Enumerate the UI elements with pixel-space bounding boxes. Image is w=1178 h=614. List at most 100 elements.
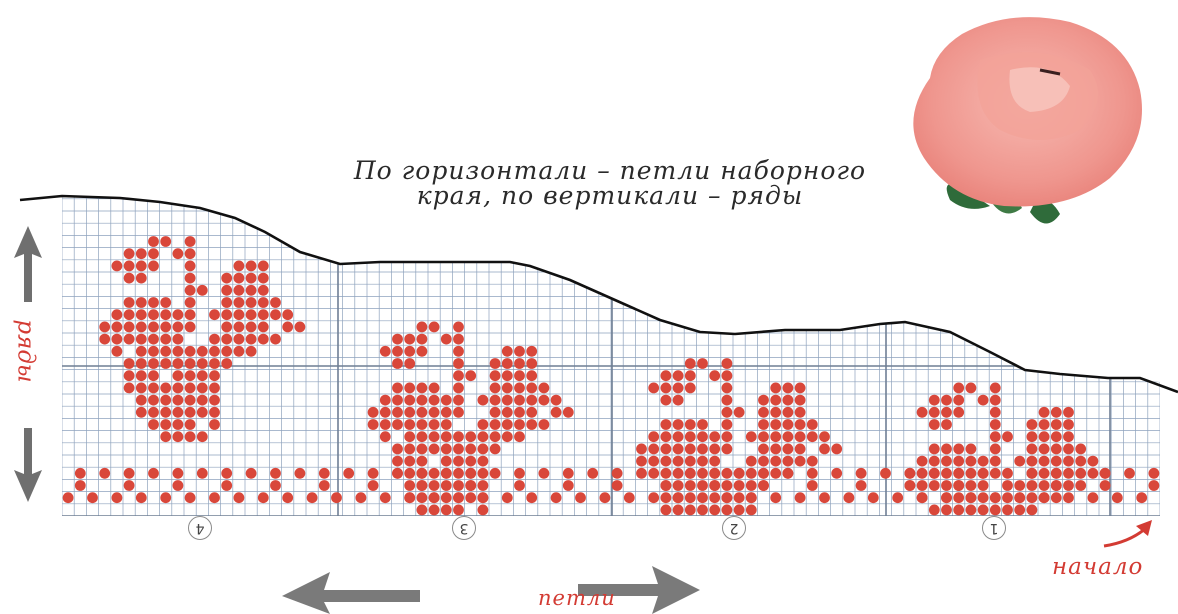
stitch-dot bbox=[709, 541, 720, 552]
stitch-dot bbox=[941, 394, 952, 406]
stitch-dot bbox=[928, 455, 940, 467]
panel-number-3: 3 bbox=[452, 516, 476, 540]
stitch-dot bbox=[1026, 443, 1038, 455]
stitch-dot bbox=[722, 541, 733, 552]
stitch-dot bbox=[928, 504, 940, 516]
panel-number-4: 4 bbox=[188, 516, 212, 540]
stitch-dot bbox=[1111, 492, 1123, 504]
stitch-dot bbox=[282, 321, 294, 333]
stitch-dot bbox=[672, 419, 684, 430]
stitch-dot bbox=[465, 431, 477, 443]
stitch-dot bbox=[941, 480, 952, 491]
stitch-dot bbox=[135, 345, 147, 357]
stitch-dot bbox=[660, 492, 672, 504]
stitch-dot bbox=[184, 309, 196, 321]
stitch-dot bbox=[221, 297, 233, 308]
stitch-dot bbox=[660, 431, 672, 443]
stitch-dot bbox=[148, 382, 159, 394]
stitch-dot bbox=[966, 578, 977, 589]
stitch-dot bbox=[172, 467, 184, 479]
stitch-dot bbox=[953, 406, 965, 418]
stitch-dot bbox=[1050, 431, 1062, 443]
stitch-dot bbox=[148, 467, 159, 479]
stitch-dot bbox=[135, 406, 147, 418]
stitch-dot bbox=[453, 370, 464, 382]
stitch-dot bbox=[135, 382, 147, 394]
stitch-dot bbox=[428, 467, 440, 479]
stitch-dot bbox=[209, 309, 220, 321]
stitch-dot bbox=[685, 517, 696, 528]
stitch-dot bbox=[721, 406, 733, 418]
stitch-dot bbox=[453, 345, 464, 357]
stitch-dot bbox=[489, 406, 501, 418]
stitch-dot bbox=[1026, 431, 1038, 443]
stitch-dot bbox=[367, 467, 379, 479]
stitch-dot bbox=[501, 394, 513, 406]
stitch-dot bbox=[1087, 492, 1099, 504]
stitch-dot bbox=[172, 394, 184, 406]
stitch-dot bbox=[953, 467, 965, 479]
stitch-dot bbox=[123, 382, 135, 394]
stitch-dot bbox=[819, 492, 830, 504]
stitch-dot bbox=[526, 419, 538, 430]
stitch-dot bbox=[745, 480, 757, 491]
stitch-dot bbox=[721, 504, 733, 516]
stitch-dot bbox=[148, 333, 159, 345]
stitch-dot bbox=[660, 504, 672, 516]
stitch-dot bbox=[928, 467, 940, 479]
stitch-dot bbox=[989, 443, 1001, 455]
stitch-dot bbox=[770, 492, 782, 504]
stitch-dot bbox=[184, 370, 196, 382]
stitch-dot bbox=[428, 443, 440, 455]
stitch-dot bbox=[660, 480, 672, 491]
stitch-dot bbox=[392, 382, 403, 394]
stitch-dot bbox=[1063, 480, 1074, 491]
stitch-dot bbox=[392, 406, 403, 418]
stitch-dot bbox=[233, 284, 245, 296]
stitch-dot bbox=[1038, 431, 1050, 443]
stitch-dot bbox=[672, 431, 684, 443]
stitch-dot bbox=[477, 443, 489, 455]
stitch-dot bbox=[941, 443, 952, 455]
stitch-dot bbox=[916, 406, 928, 418]
start-label: начало bbox=[1052, 554, 1144, 580]
stitch-dot bbox=[245, 284, 257, 296]
stitch-dot bbox=[514, 345, 525, 357]
stitch-dot bbox=[684, 492, 696, 504]
stitch-dot bbox=[941, 419, 952, 430]
stitch-dot bbox=[489, 382, 501, 394]
stitch-dot bbox=[953, 455, 965, 467]
stitch-dot bbox=[440, 443, 452, 455]
stitch-dot bbox=[660, 467, 672, 479]
stitch-dot bbox=[794, 406, 806, 418]
stitch-dot bbox=[501, 406, 513, 418]
stitch-dot bbox=[209, 333, 220, 345]
stitch-dot bbox=[501, 431, 513, 443]
stitch-dot bbox=[453, 431, 464, 443]
stitch-dot bbox=[990, 553, 1001, 564]
panel-number-2: 2 bbox=[722, 516, 746, 540]
stitch-dot bbox=[734, 553, 745, 564]
stitch-dot bbox=[416, 492, 428, 504]
stitch-dot bbox=[416, 419, 428, 430]
stitch-dot bbox=[294, 467, 306, 479]
stitch-dot bbox=[978, 553, 989, 564]
stitch-dot bbox=[172, 480, 184, 491]
stitch-dot bbox=[1075, 467, 1087, 479]
stitch-dot bbox=[1002, 504, 1013, 516]
stitch-dot bbox=[782, 419, 794, 430]
stitch-dot bbox=[74, 480, 86, 491]
stitch-dot bbox=[965, 480, 977, 491]
stitch-dot bbox=[928, 443, 940, 455]
stitch-dot bbox=[257, 272, 269, 284]
stitch-dot bbox=[196, 406, 208, 418]
stitch-dot bbox=[1038, 467, 1050, 479]
stitch-dot bbox=[318, 467, 330, 479]
stitch-dot bbox=[1050, 406, 1062, 418]
stitch-dot bbox=[160, 345, 172, 357]
stitch-dot bbox=[501, 492, 513, 504]
stitch-dot bbox=[648, 382, 660, 394]
stitch-dot bbox=[379, 492, 391, 504]
stitch-dot bbox=[722, 553, 733, 564]
stitch-dot bbox=[257, 284, 269, 296]
